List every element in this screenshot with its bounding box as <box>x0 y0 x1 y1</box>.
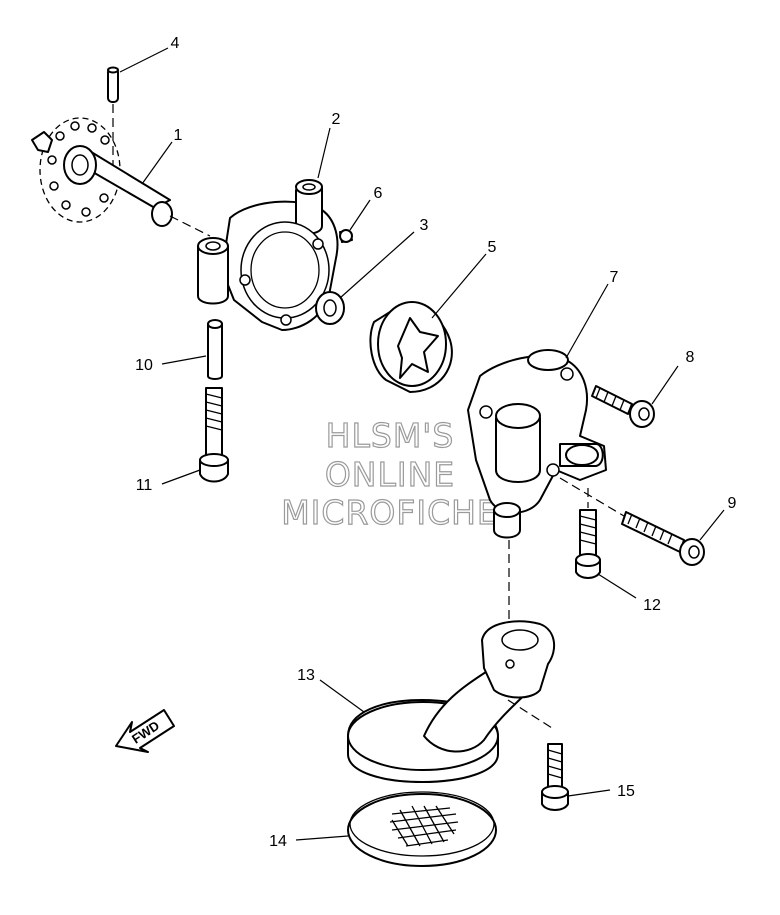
callout-13[interactable]: 13 <box>297 667 315 684</box>
part-10-pin[interactable] <box>207 319 223 380</box>
callout-labels: 4 1 2 6 3 5 7 8 9 10 11 12 13 14 15 <box>135 35 736 850</box>
watermark-line-1: HLSM'S <box>326 416 455 455</box>
part-7-pump-cover[interactable] <box>467 349 607 539</box>
watermark-line-3: MICROFICHE <box>281 493 499 532</box>
callout-11[interactable]: 11 <box>136 477 153 494</box>
callout-8[interactable]: 8 <box>686 349 695 366</box>
alignment-line <box>169 215 211 237</box>
part-12-bolt[interactable] <box>575 509 601 579</box>
part-9-bolt[interactable] <box>621 511 705 566</box>
leader-lines <box>119 47 725 841</box>
callout-15[interactable]: 15 <box>617 783 635 800</box>
callout-6[interactable]: 6 <box>374 185 383 202</box>
watermark: HLSM'S ONLINE MICROFICHE <box>281 415 499 532</box>
part-8-bolt[interactable] <box>591 385 655 428</box>
part-2-pump-housing[interactable] <box>197 179 339 331</box>
part-11-bolt[interactable] <box>199 387 229 483</box>
callout-4[interactable]: 4 <box>171 35 180 52</box>
part-5-rotor[interactable] <box>369 301 453 393</box>
callout-5[interactable]: 5 <box>488 239 497 256</box>
callout-12[interactable]: 12 <box>643 597 661 614</box>
callout-2[interactable]: 2 <box>332 111 341 128</box>
callout-14[interactable]: 14 <box>269 833 287 850</box>
callout-3[interactable]: 3 <box>420 217 429 234</box>
part-3-washer[interactable] <box>315 291 345 325</box>
alignment-line <box>507 699 553 729</box>
part-15-bolt[interactable] <box>541 743 569 811</box>
callout-10[interactable]: 10 <box>135 357 153 374</box>
fwd-direction-arrow: FWD <box>115 709 175 753</box>
watermark-line-2: ONLINE <box>325 455 455 494</box>
callout-9[interactable]: 9 <box>728 495 737 512</box>
callout-1[interactable]: 1 <box>174 127 183 144</box>
part-13-oil-strainer[interactable] <box>347 620 556 783</box>
alignment-line <box>559 477 625 517</box>
callout-7[interactable]: 7 <box>610 269 619 286</box>
part-6-dowel[interactable] <box>339 229 353 243</box>
part-14-screen[interactable] <box>347 791 497 867</box>
part-1-pump-shaft[interactable] <box>31 117 173 227</box>
part-4-pin[interactable] <box>107 66 119 103</box>
